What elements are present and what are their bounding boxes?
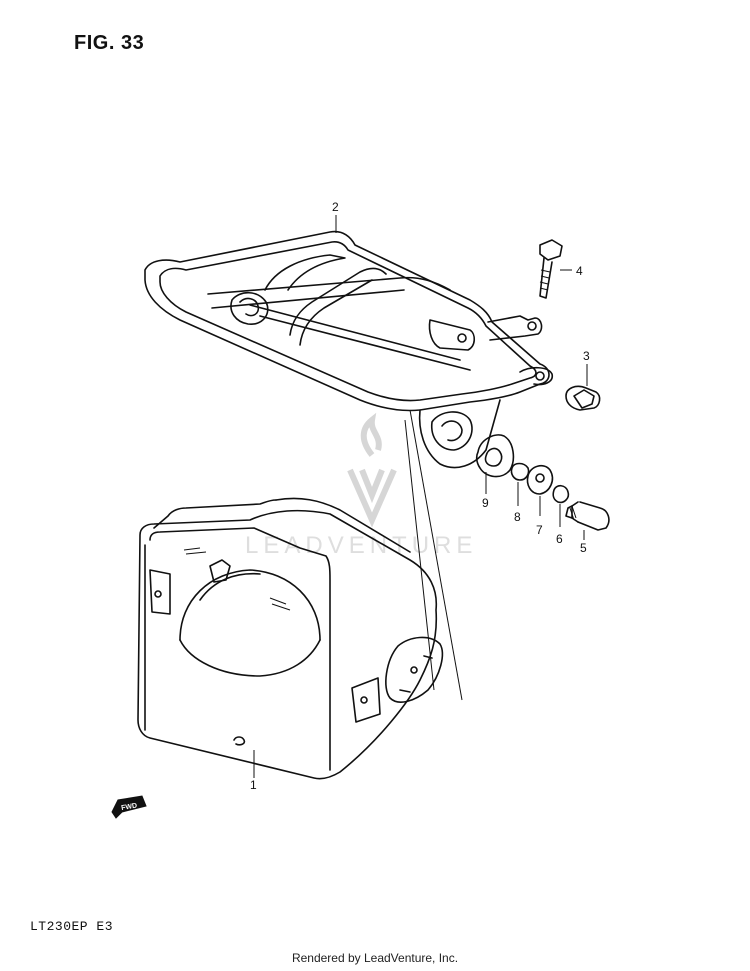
headlight-housing-part-1 [137, 497, 444, 780]
svg-text:3: 3 [583, 349, 590, 363]
model-code: LT230EP E3 [30, 919, 114, 934]
mount-bracket [404, 399, 501, 701]
svg-text:4: 4 [576, 264, 583, 278]
bolt-part-5 [565, 501, 610, 531]
svg-text:2: 2 [332, 200, 339, 214]
fwd-label: FWD [121, 802, 138, 812]
lock-washer-part-6 [552, 484, 570, 504]
flange-bolt-part-3 [565, 385, 601, 411]
figure-title: FIG. 33 [74, 32, 145, 54]
svg-text:5: 5 [580, 541, 587, 555]
callout-5: 5 [580, 530, 587, 555]
callout-3: 3 [583, 349, 590, 386]
callout-8: 8 [514, 482, 521, 524]
callout-1: 1 [250, 750, 257, 792]
fwd-arrow-icon: FWD [111, 795, 147, 819]
collar-part-8 [510, 462, 530, 481]
watermark: LEADVENTURE [245, 412, 477, 559]
callout-2: 2 [332, 200, 339, 233]
callout-7: 7 [536, 496, 543, 537]
grommet-part-9 [475, 434, 515, 478]
svg-text:8: 8 [514, 510, 521, 524]
svg-text:7: 7 [536, 523, 543, 537]
callout-9: 9 [482, 472, 489, 510]
callout-4: 4 [560, 264, 583, 278]
svg-text:9: 9 [482, 496, 489, 510]
carrier-rack [144, 230, 554, 412]
watermark-text: LEADVENTURE [245, 532, 477, 559]
svg-text:1: 1 [250, 778, 257, 792]
svg-text:6: 6 [556, 532, 563, 546]
render-credit: Rendered by LeadVenture, Inc. [291, 951, 459, 965]
callout-6: 6 [556, 504, 563, 546]
hex-bolt-part-4 [539, 239, 563, 299]
washer-part-7 [526, 464, 554, 495]
